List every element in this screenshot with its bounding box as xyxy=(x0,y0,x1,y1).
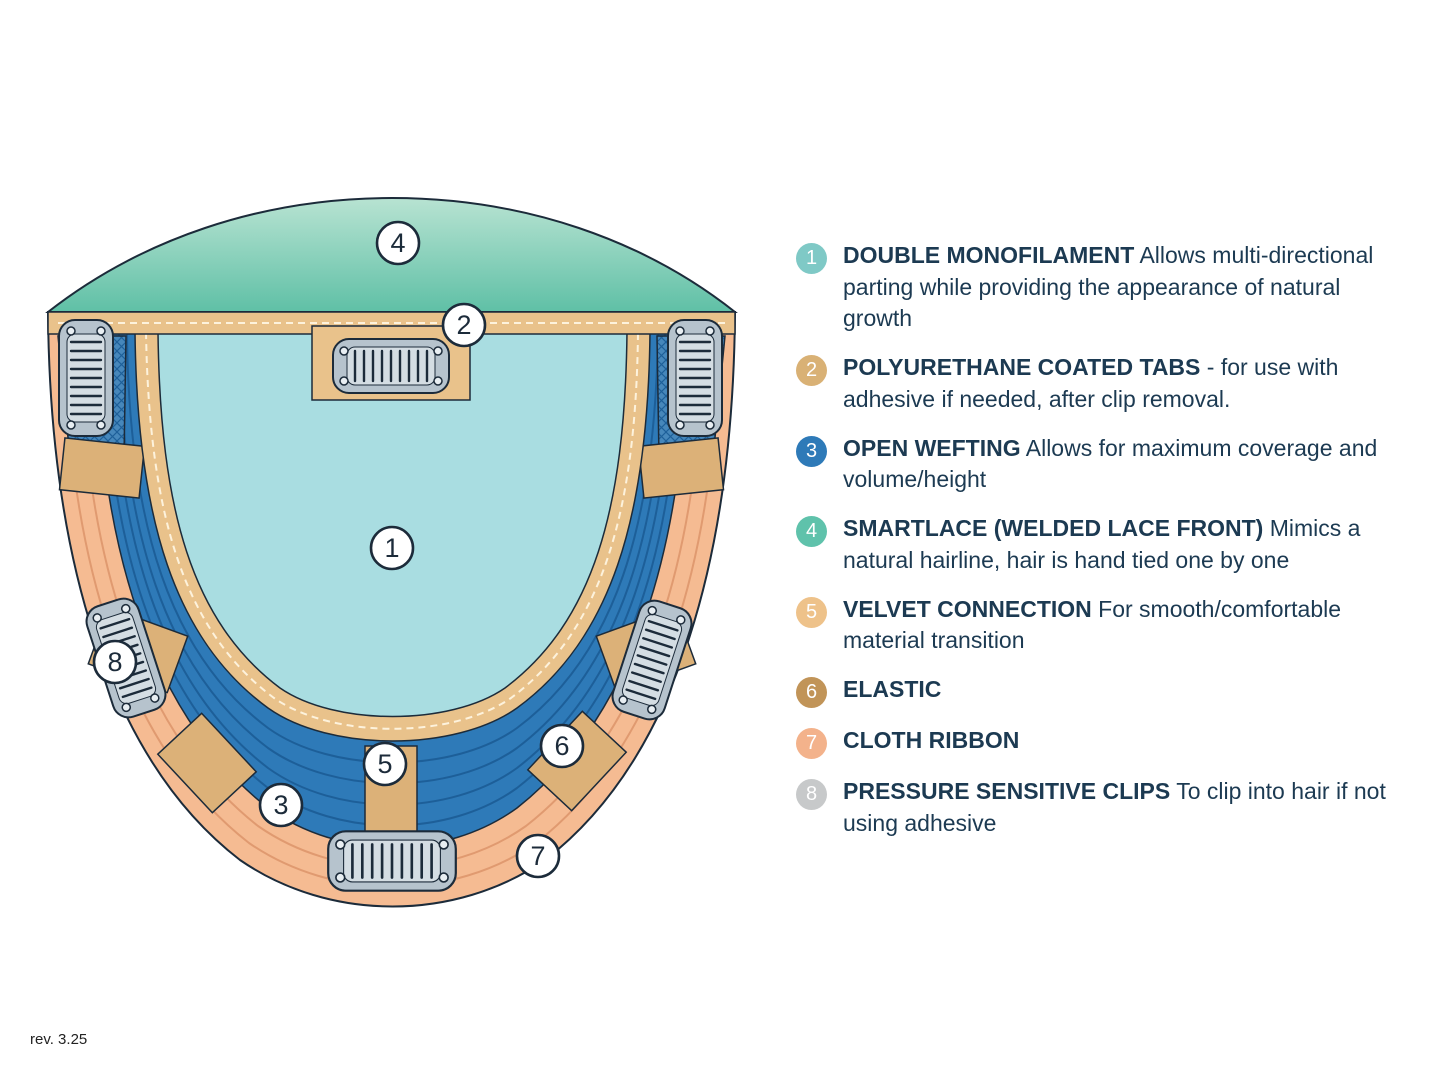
legend: 1 DOUBLE MONOFILAMENT Allows multi-direc… xyxy=(796,240,1408,840)
pressure-clip-top-right xyxy=(666,318,724,438)
legend-badge-6: 6 xyxy=(796,677,827,709)
legend-text-8: PRESSURE SENSITIVE CLIPS To clip into ha… xyxy=(843,776,1408,839)
legend-badge-8: 8 xyxy=(796,779,827,811)
wig-cap-diagram: 1 2 3 4 5 6 7 8 xyxy=(45,196,738,908)
tab-clip-center xyxy=(331,337,451,395)
callout-5: 5 xyxy=(362,741,408,787)
callout-2: 2 xyxy=(441,302,487,348)
stitch-line-oval xyxy=(145,331,639,730)
legend-item-5: 5 VELVET CONNECTION For smooth/comfortab… xyxy=(796,594,1408,657)
svg-text:2: 2 xyxy=(456,310,471,340)
elastic-segment xyxy=(156,712,258,814)
legend-title-4: SMARTLACE (WELDED LACE FRONT) xyxy=(843,515,1264,542)
legend-text-2: POLYURETHANE COATED TABS - for use with … xyxy=(843,352,1408,415)
svg-text:7: 7 xyxy=(530,841,545,871)
svg-text:3: 3 xyxy=(273,790,288,820)
callout-4: 4 xyxy=(375,220,421,266)
legend-badge-2: 2 xyxy=(796,355,827,387)
legend-title-2: POLYURETHANE COATED TABS xyxy=(843,354,1201,381)
legend-title-8: PRESSURE SENSITIVE CLIPS xyxy=(843,778,1171,805)
legend-desc-4: Mimics a natural hairline, hair is hand … xyxy=(843,515,1361,573)
legend-badge-1: 1 xyxy=(796,243,827,274)
svg-text:8: 8 xyxy=(107,647,122,677)
legend-title-6: ELASTIC xyxy=(843,676,942,703)
legend-text-6: ELASTIC xyxy=(843,674,941,706)
svg-text:6: 6 xyxy=(554,731,569,761)
elastic-segment xyxy=(637,437,725,499)
pressure-clip-bottom xyxy=(326,829,458,893)
callout-1: 1 xyxy=(369,525,415,571)
legend-item-2: 2 POLYURETHANE COATED TABS - for use wit… xyxy=(796,352,1408,415)
legend-text-7: CLOTH RIBBON xyxy=(843,725,1019,757)
legend-badge-3: 3 xyxy=(796,435,827,467)
callout-7: 7 xyxy=(515,833,561,879)
pressure-clip-top-left xyxy=(57,318,115,438)
legend-title-1: DOUBLE MONOFILAMENT xyxy=(843,242,1135,268)
legend-desc-1: Allows multi-directional parting while p… xyxy=(843,242,1374,332)
legend-desc-3: Allows for maximum coverage and volume/h… xyxy=(843,434,1378,493)
legend-text-3: OPEN WEFTING Allows for maximum coverage… xyxy=(843,433,1408,496)
legend-desc-5: For smooth/comfortable material transiti… xyxy=(843,595,1342,654)
legend-item-1: 1 DOUBLE MONOFILAMENT Allows multi-direc… xyxy=(796,240,1408,335)
callout-8: 8 xyxy=(92,639,138,685)
legend-badge-5: 5 xyxy=(796,596,827,628)
svg-text:4: 4 xyxy=(390,228,405,258)
legend-text-1: DOUBLE MONOFILAMENT Allows multi-directi… xyxy=(843,240,1408,335)
legend-desc-8: To clip into hair if not using adhesive xyxy=(843,778,1386,836)
legend-title-3: OPEN WEFTING xyxy=(843,434,1021,461)
svg-text:5: 5 xyxy=(377,749,392,779)
legend-item-6: 6 ELASTIC xyxy=(796,674,1408,709)
revision-label: rev. 3.25 xyxy=(30,1031,88,1048)
callout-3: 3 xyxy=(258,782,304,828)
legend-badge-7: 7 xyxy=(796,728,827,760)
legend-title-7: CLOTH RIBBON xyxy=(843,727,1020,754)
legend-text-5: VELVET CONNECTION For smooth/comfortable… xyxy=(843,594,1408,657)
legend-item-8: 8 PRESSURE SENSITIVE CLIPS To clip into … xyxy=(796,776,1408,839)
legend-text-4: SMARTLACE (WELDED LACE FRONT) Mimics a n… xyxy=(843,513,1408,576)
legend-desc-2: - for use with adhesive if needed, after… xyxy=(843,354,1339,412)
legend-item-7: 7 CLOTH RIBBON xyxy=(796,725,1408,760)
monofilament-panel xyxy=(157,331,628,718)
legend-item-4: 4 SMARTLACE (WELDED LACE FRONT) Mimics a… xyxy=(796,513,1408,576)
legend-badge-4: 4 xyxy=(796,516,827,548)
legend-item-3: 3 OPEN WEFTING Allows for maximum covera… xyxy=(796,433,1408,496)
svg-text:1: 1 xyxy=(384,533,399,563)
callout-6: 6 xyxy=(539,723,585,769)
elastic-segment xyxy=(58,437,146,499)
legend-title-5: VELVET CONNECTION xyxy=(843,595,1092,622)
